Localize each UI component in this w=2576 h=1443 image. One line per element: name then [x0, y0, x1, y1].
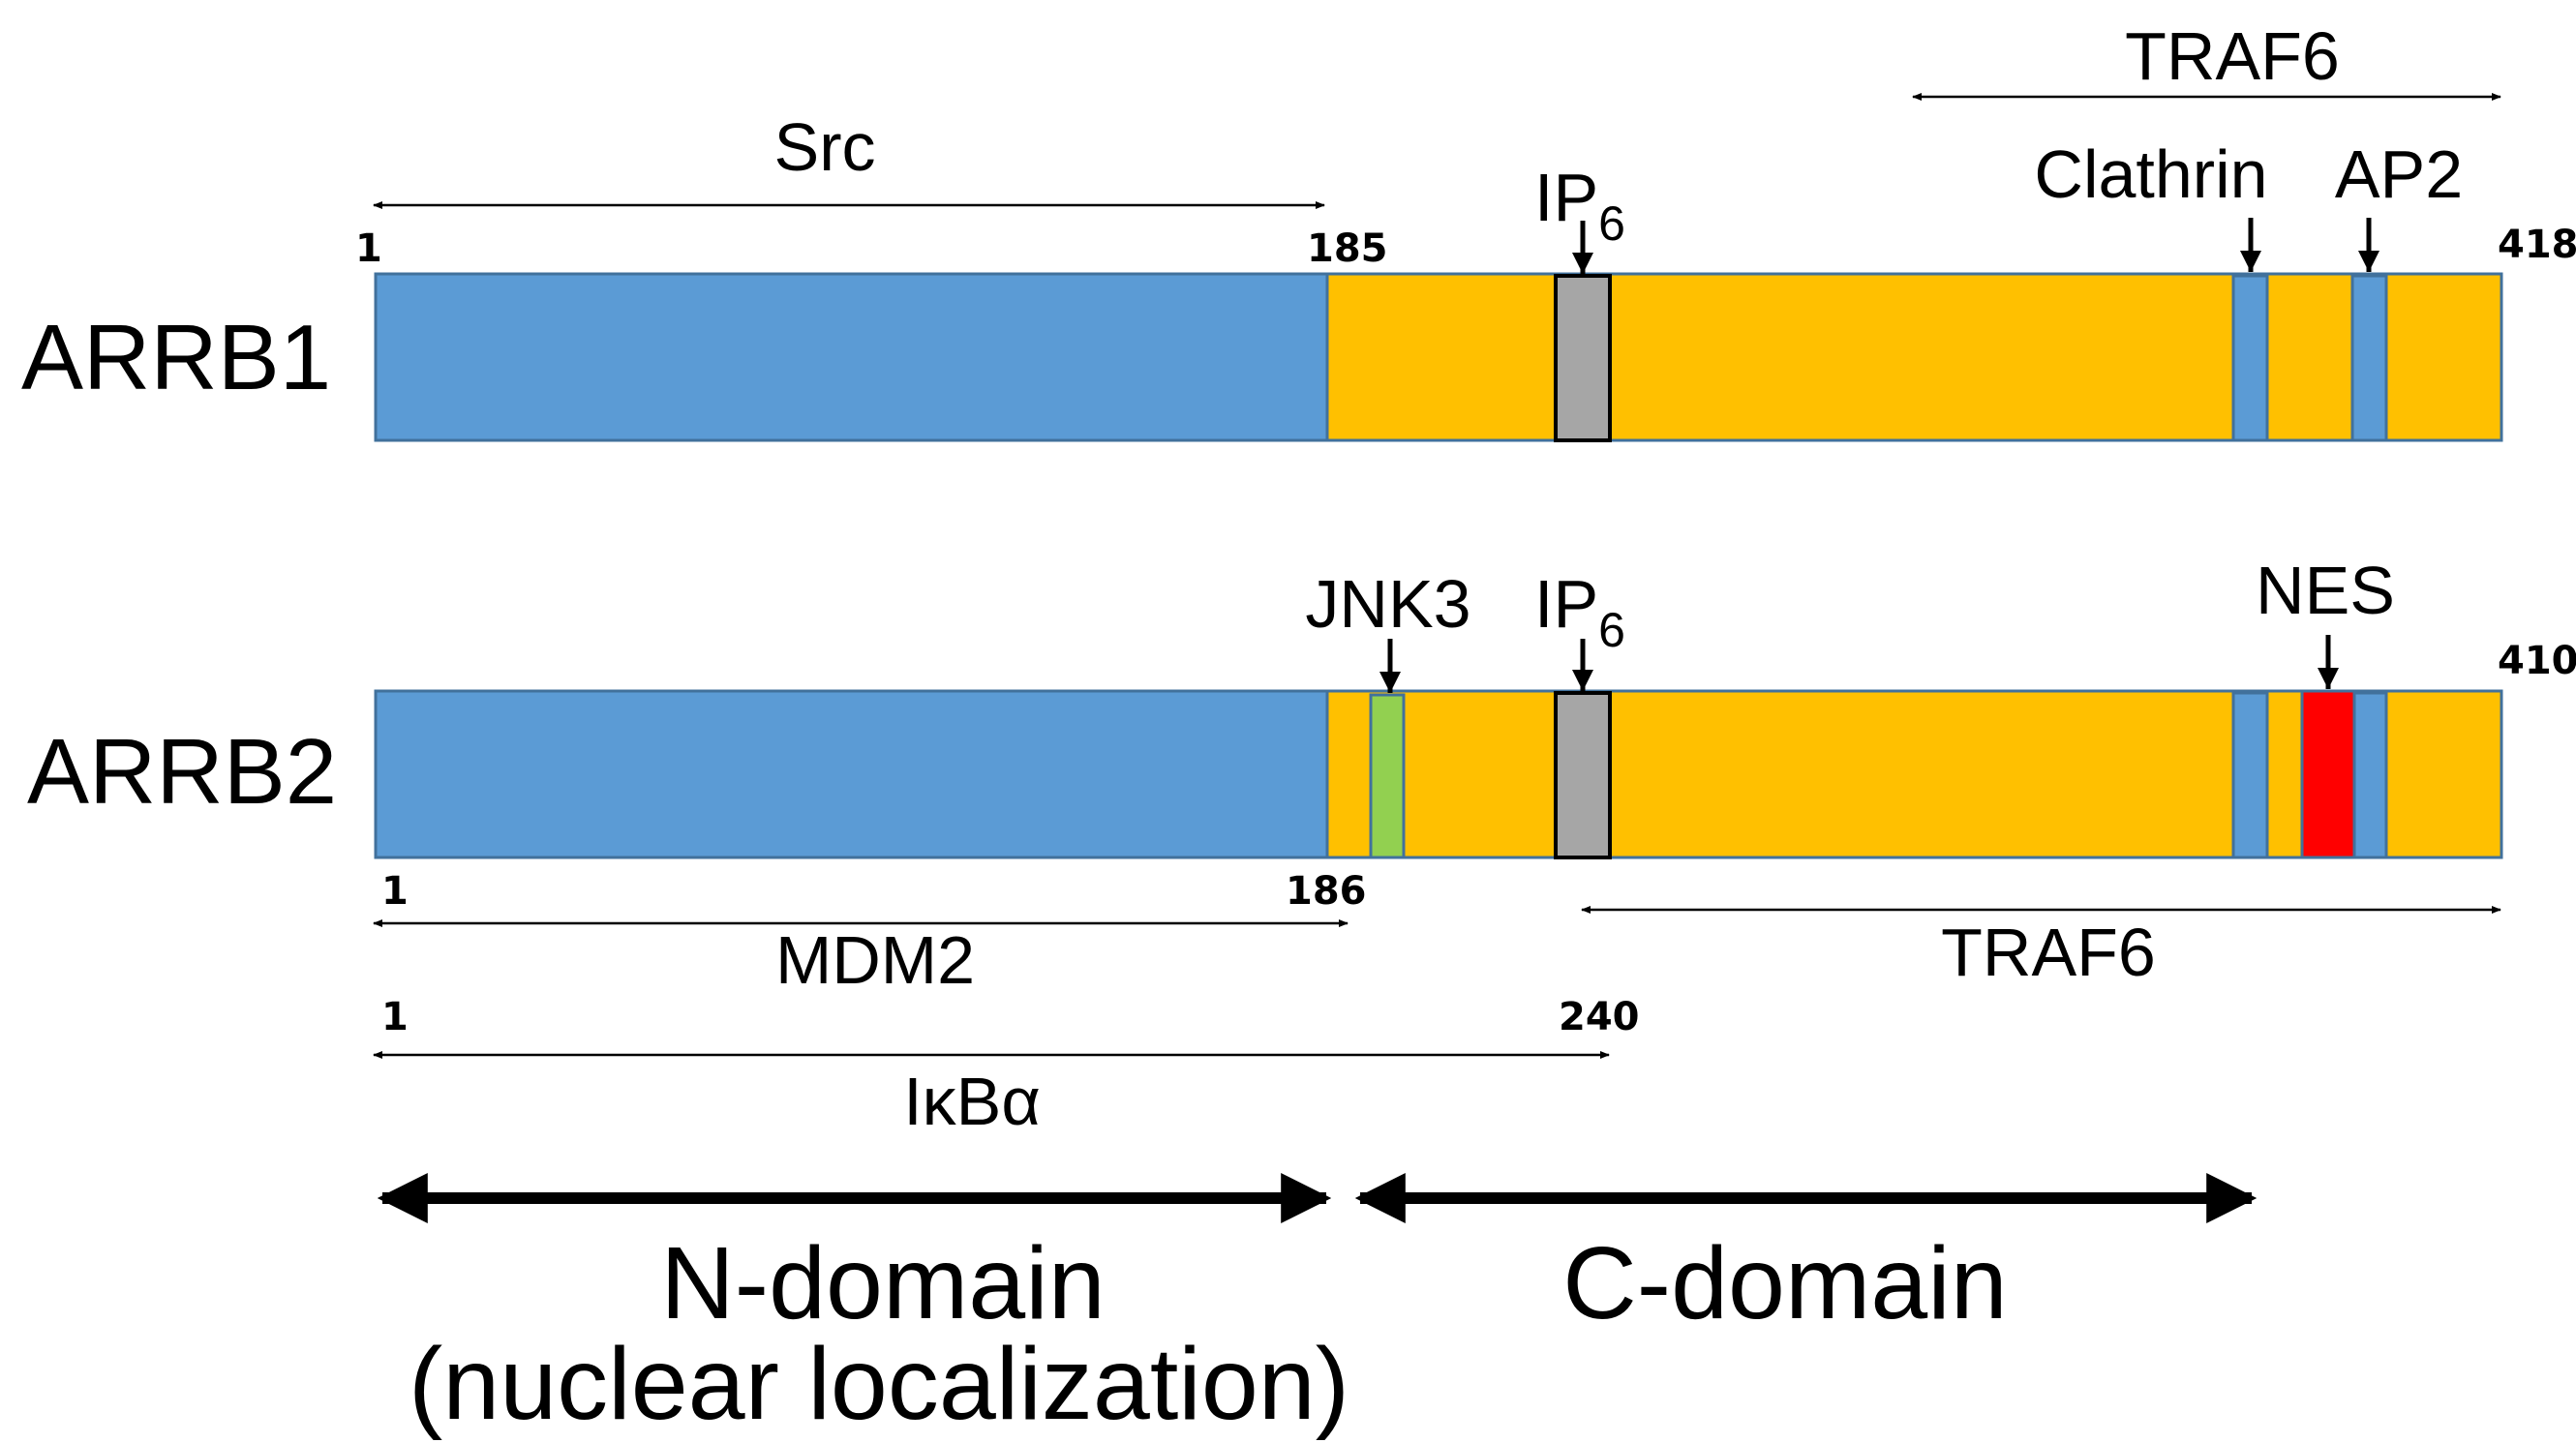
- arrb2-clathrin-site: [2231, 691, 2269, 859]
- arrb2-name: ARRB2: [27, 720, 337, 824]
- arrb2-nes-site: [2300, 689, 2356, 859]
- ap2-label: AP2: [2335, 136, 2463, 212]
- arrb1-boundary-number: 185: [1307, 226, 1388, 271]
- arrb1-ip6-site: [1554, 274, 1612, 442]
- n-domain-title: N-domain: [660, 1226, 1106, 1340]
- arrb2-traf6-label: TRAF6: [1941, 915, 2156, 990]
- arrb1-start-number: 1: [355, 226, 382, 271]
- arrb2-start-number: 1: [381, 869, 409, 914]
- arrb1-name: ARRB1: [21, 306, 331, 409]
- arrb2-boundary-number: 186: [1286, 869, 1367, 914]
- arrb2-end-number: 410: [2498, 639, 2576, 683]
- arrb1-end-number: 418: [2498, 223, 2576, 267]
- arrb2-ap2-site: [2350, 691, 2388, 859]
- arrb2-n-domain-bar: [374, 689, 1329, 859]
- n-domain-subtitle: (nuclear localization): [409, 1327, 1349, 1441]
- nes-label: NES: [2256, 553, 2395, 628]
- clathrin-label: Clathrin: [2034, 136, 2267, 212]
- jnk3-label: JNK3: [1305, 566, 1470, 642]
- src-label: Src: [774, 109, 876, 185]
- arrb1-traf6-label: TRAF6: [2125, 18, 2340, 94]
- arrb2-ip6-label: IP6: [1534, 566, 1625, 657]
- ikba-label: IκBα: [903, 1064, 1041, 1139]
- arrb1-ip6-label: IP6: [1534, 160, 1625, 251]
- arrb1-clathrin-site: [2231, 274, 2269, 442]
- arrb1-n-domain-bar: [374, 272, 1329, 442]
- arrb2-jnk3-site: [1369, 693, 1406, 859]
- ikba-end-number: 240: [1559, 995, 1640, 1039]
- arrb1-ap2-site: [2350, 274, 2388, 442]
- arrb2-ip6-site: [1554, 691, 1612, 859]
- mdm2-label: MDM2: [775, 922, 975, 998]
- c-domain-title: C-domain: [1562, 1226, 2008, 1340]
- ikba-start-number: 1: [381, 995, 409, 1039]
